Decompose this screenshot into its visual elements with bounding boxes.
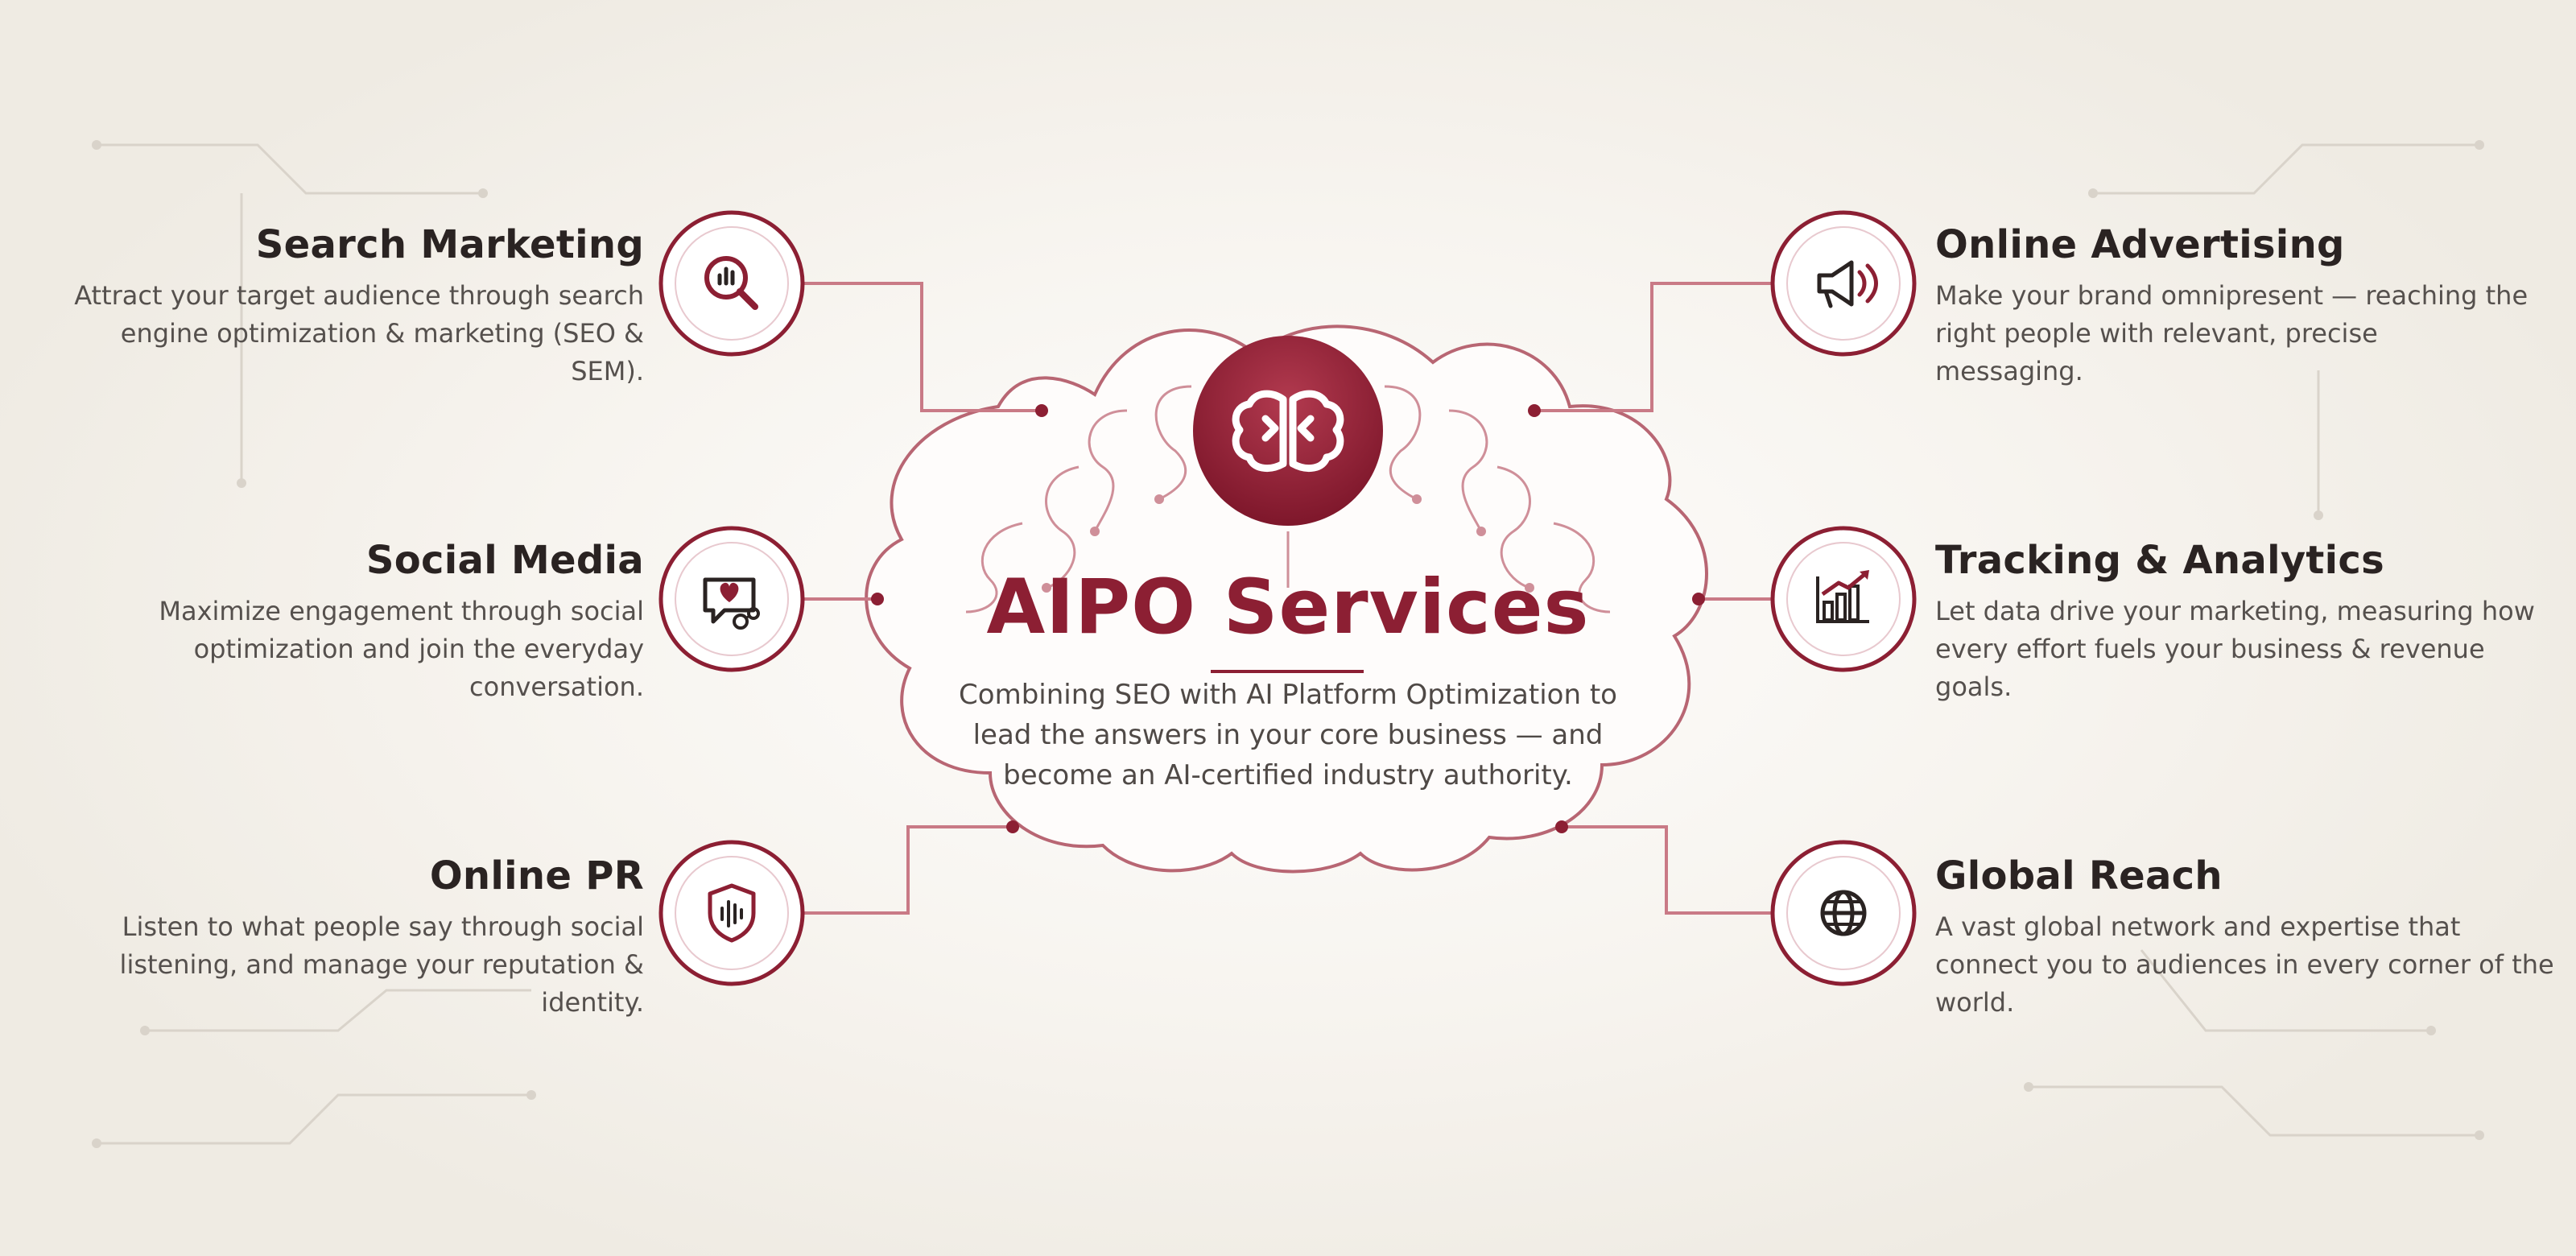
service-global-reach: Global Reach A vast global network and e… bbox=[1935, 853, 2563, 1022]
connector-search-marketing bbox=[803, 282, 1042, 412]
shield-sound-icon bbox=[708, 883, 756, 943]
service-title: Search Marketing bbox=[255, 222, 644, 267]
service-tracking-analytics: Tracking & Analytics Let data drive your… bbox=[1935, 538, 2563, 706]
connector-online-advertising bbox=[1534, 282, 1773, 412]
service-description: Listen to what people say through social… bbox=[119, 911, 644, 1018]
cloud-shape bbox=[865, 324, 1708, 874]
service-title: Global Reach bbox=[1935, 853, 2223, 899]
service-description: Let data drive your marketing, measuring… bbox=[1935, 596, 2535, 702]
service-online-advertising: Online Advertising Make your brand omnip… bbox=[1935, 222, 2563, 390]
service-title: Tracking & Analytics bbox=[1935, 538, 2385, 583]
neural-network-lines bbox=[965, 385, 1611, 614]
connector-lines bbox=[803, 282, 1773, 915]
service-social-media: Social Media Maximize engagement through… bbox=[16, 538, 644, 706]
service-online-pr: Online PR Listen to what people say thro… bbox=[16, 853, 644, 1022]
connector-global-reach bbox=[1562, 825, 1773, 915]
center-description: Combining SEO with AI Platform Optimizat… bbox=[959, 679, 1617, 791]
title-underline bbox=[1211, 670, 1364, 673]
service-description: Make your brand omnipresent — reaching t… bbox=[1935, 280, 2529, 386]
decorative-circuit-lines bbox=[97, 143, 2479, 1145]
service-description: Attract your target audience through sea… bbox=[74, 280, 644, 386]
center-title: AIPO Services bbox=[986, 564, 1590, 651]
service-title: Social Media bbox=[365, 538, 644, 583]
brain-icon bbox=[1193, 336, 1383, 526]
service-description: Maximize engagement through social optim… bbox=[159, 596, 644, 702]
chat-heart-icon bbox=[703, 577, 760, 630]
bar-chart-icon bbox=[1816, 570, 1869, 623]
connector-online-pr bbox=[803, 825, 1013, 915]
globe-icon bbox=[1820, 890, 1867, 936]
service-description: A vast global network and expertise that… bbox=[1935, 911, 2554, 1018]
search-analytics-icon bbox=[704, 256, 758, 310]
service-title: Online Advertising bbox=[1935, 222, 2345, 267]
service-search-marketing: Search Marketing Attract your target aud… bbox=[16, 222, 644, 390]
megaphone-icon bbox=[1817, 260, 1878, 308]
service-title: Online PR bbox=[429, 853, 644, 899]
